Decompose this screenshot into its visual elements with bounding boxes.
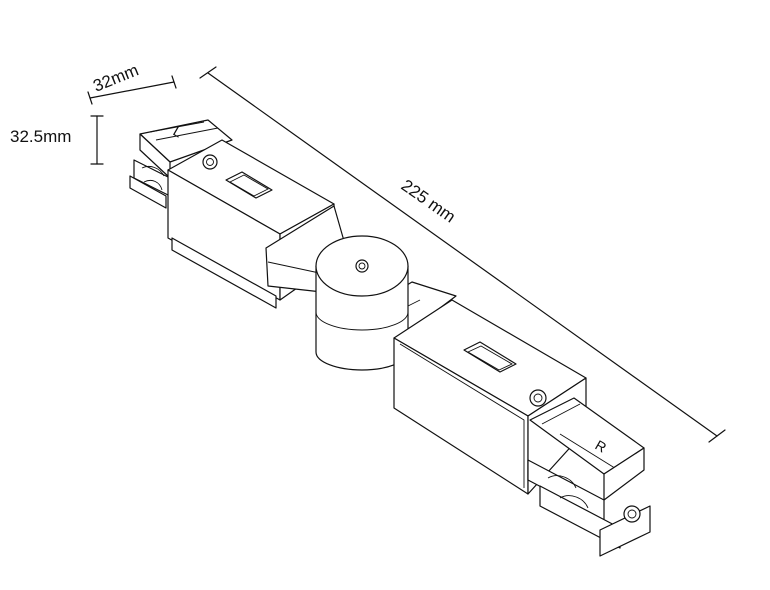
height-dimension: 32.5mm bbox=[10, 115, 104, 165]
right-housing bbox=[393, 299, 587, 495]
right-rail: R bbox=[527, 397, 651, 557]
length-dimension-label: 225 mm bbox=[398, 176, 459, 227]
left-rail: L bbox=[129, 119, 233, 209]
width-dimension-label: 32mm bbox=[90, 60, 141, 95]
height-dimension-label: 32.5mm bbox=[10, 127, 71, 146]
width-dimension: 32mm bbox=[87, 60, 177, 105]
